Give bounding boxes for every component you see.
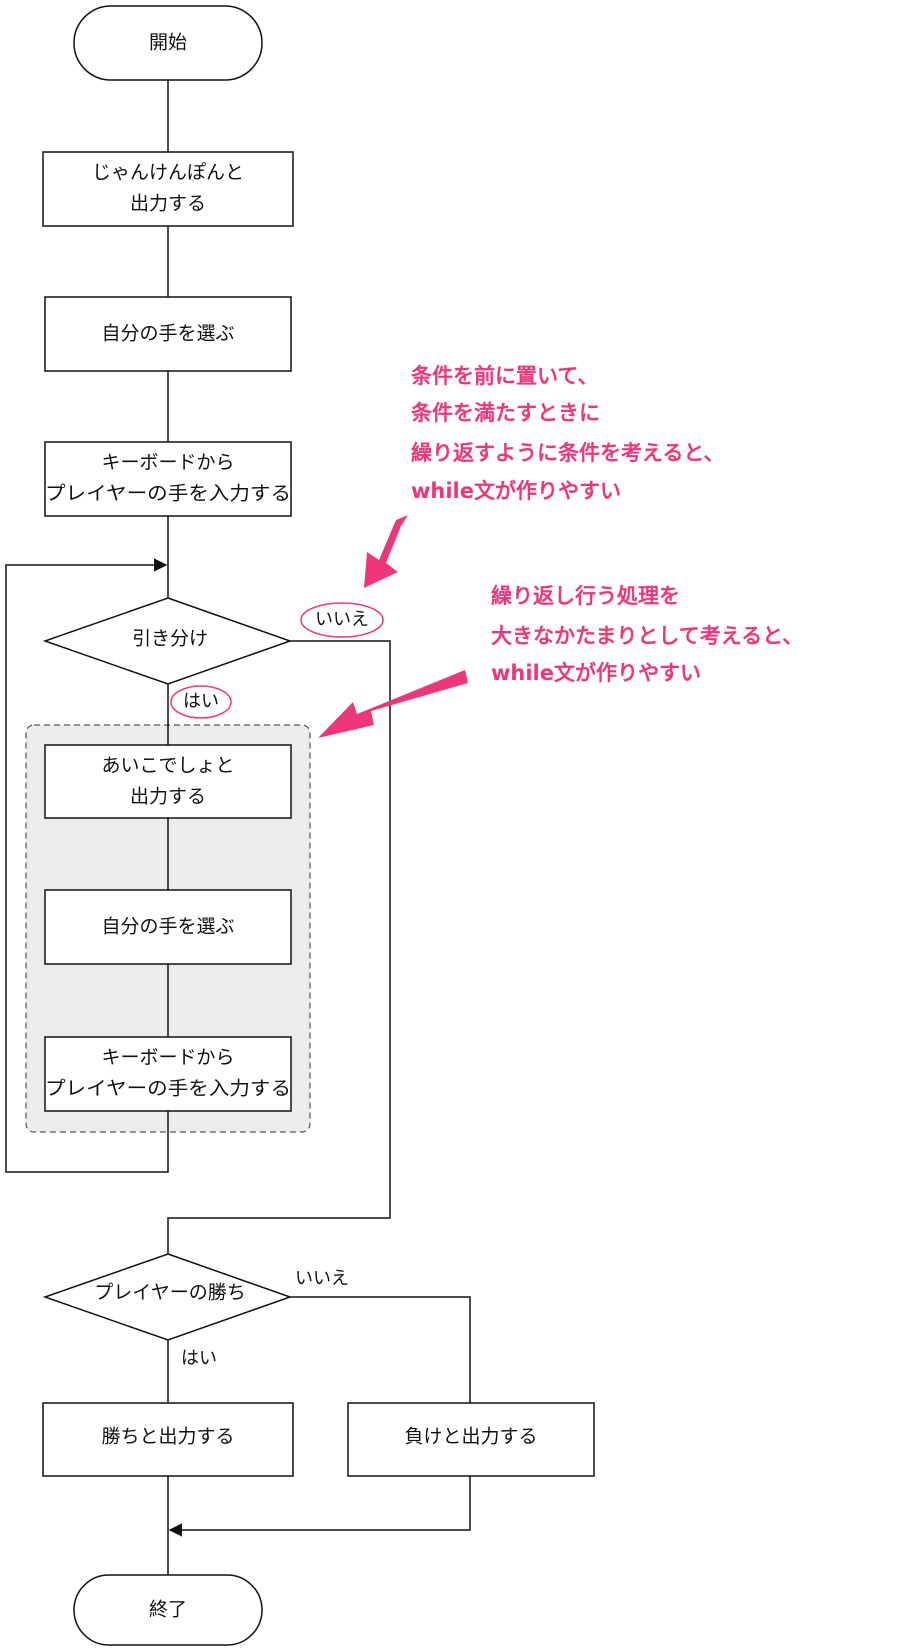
keyboard-input-box-1 bbox=[44, 441, 292, 517]
loop-note: 繰り返し行う処理を 大きなかたまりとして考えると、 while文が作りやすい bbox=[491, 584, 803, 685]
lose-output-box bbox=[347, 1402, 595, 1477]
aiko-output-line1: あいこでしょと bbox=[101, 755, 234, 777]
keyboard-input-2-line1: キーボードから bbox=[101, 1047, 234, 1069]
connector-lose-merge bbox=[168, 1476, 471, 1537]
condition-note-line-4: while文が作りやすい bbox=[411, 479, 621, 503]
condition-note-line-1: 条件を前に置いて、 bbox=[411, 364, 598, 388]
connector-win-no bbox=[290, 1296, 471, 1403]
loop-note-line-2: 大きなかたまりとして考えると、 bbox=[491, 624, 803, 648]
end-label: 終了 bbox=[149, 1599, 187, 1621]
aiko-output-line2: 出力する bbox=[130, 786, 206, 808]
condition-note: 条件を前に置いて、 条件を満たすときに 繰り返すように条件を考えると、 whil… bbox=[411, 364, 725, 503]
draw-yes-highlight bbox=[170, 685, 232, 719]
janken-output-line2: 出力する bbox=[130, 193, 206, 215]
condition-note-arrow bbox=[364, 515, 408, 588]
win-output-box bbox=[42, 1402, 294, 1477]
start-label: 開始 bbox=[149, 32, 187, 54]
draw-decision-label: 引き分け bbox=[132, 628, 208, 650]
win-decision bbox=[42, 1253, 293, 1341]
janken-output-line1: じゃんけんぽんと bbox=[92, 162, 244, 184]
keyboard-input-2-line2: プレイヤーの手を入力する bbox=[45, 1078, 291, 1100]
loop-note-arrow bbox=[318, 670, 468, 738]
draw-yes-label: はい bbox=[183, 691, 219, 712]
choose-hand-box-2 bbox=[44, 889, 292, 965]
janken-output-box bbox=[42, 151, 294, 227]
lose-output-label: 負けと出力する bbox=[404, 1426, 537, 1448]
loop-note-line-3: while文が作りやすい bbox=[491, 661, 701, 685]
connectors bbox=[5, 80, 471, 1575]
aiko-output-box bbox=[44, 744, 292, 819]
draw-decision bbox=[42, 597, 293, 685]
start-terminal bbox=[73, 5, 263, 81]
end-terminal bbox=[73, 1574, 263, 1646]
choose-hand-box-1 bbox=[44, 296, 292, 372]
choose-hand-label-1: 自分の手を選ぶ bbox=[101, 323, 234, 345]
loop-back-line bbox=[5, 558, 169, 1173]
draw-no-label: いいえ bbox=[315, 609, 369, 630]
choose-hand-label-2: 自分の手を選ぶ bbox=[101, 916, 234, 938]
connector-branch-no bbox=[167, 640, 391, 1254]
win-decision-label: プレイヤーの勝ち bbox=[94, 1282, 245, 1304]
loop-note-line-1: 繰り返し行う処理を bbox=[491, 584, 680, 608]
condition-note-line-2: 条件を満たすときに bbox=[411, 401, 600, 425]
win-yes-label: はい bbox=[181, 1348, 217, 1369]
keyboard-input-1-line2: プレイヤーの手を入力する bbox=[45, 483, 291, 505]
win-output-label: 勝ちと出力する bbox=[101, 1426, 234, 1448]
condition-note-line-3: 繰り返すように条件を考えると、 bbox=[411, 441, 725, 465]
keyboard-input-box-2 bbox=[44, 1036, 292, 1112]
keyboard-input-1-line1: キーボードから bbox=[101, 452, 234, 474]
win-no-label: いいえ bbox=[295, 1268, 349, 1289]
draw-no-highlight bbox=[300, 602, 384, 638]
